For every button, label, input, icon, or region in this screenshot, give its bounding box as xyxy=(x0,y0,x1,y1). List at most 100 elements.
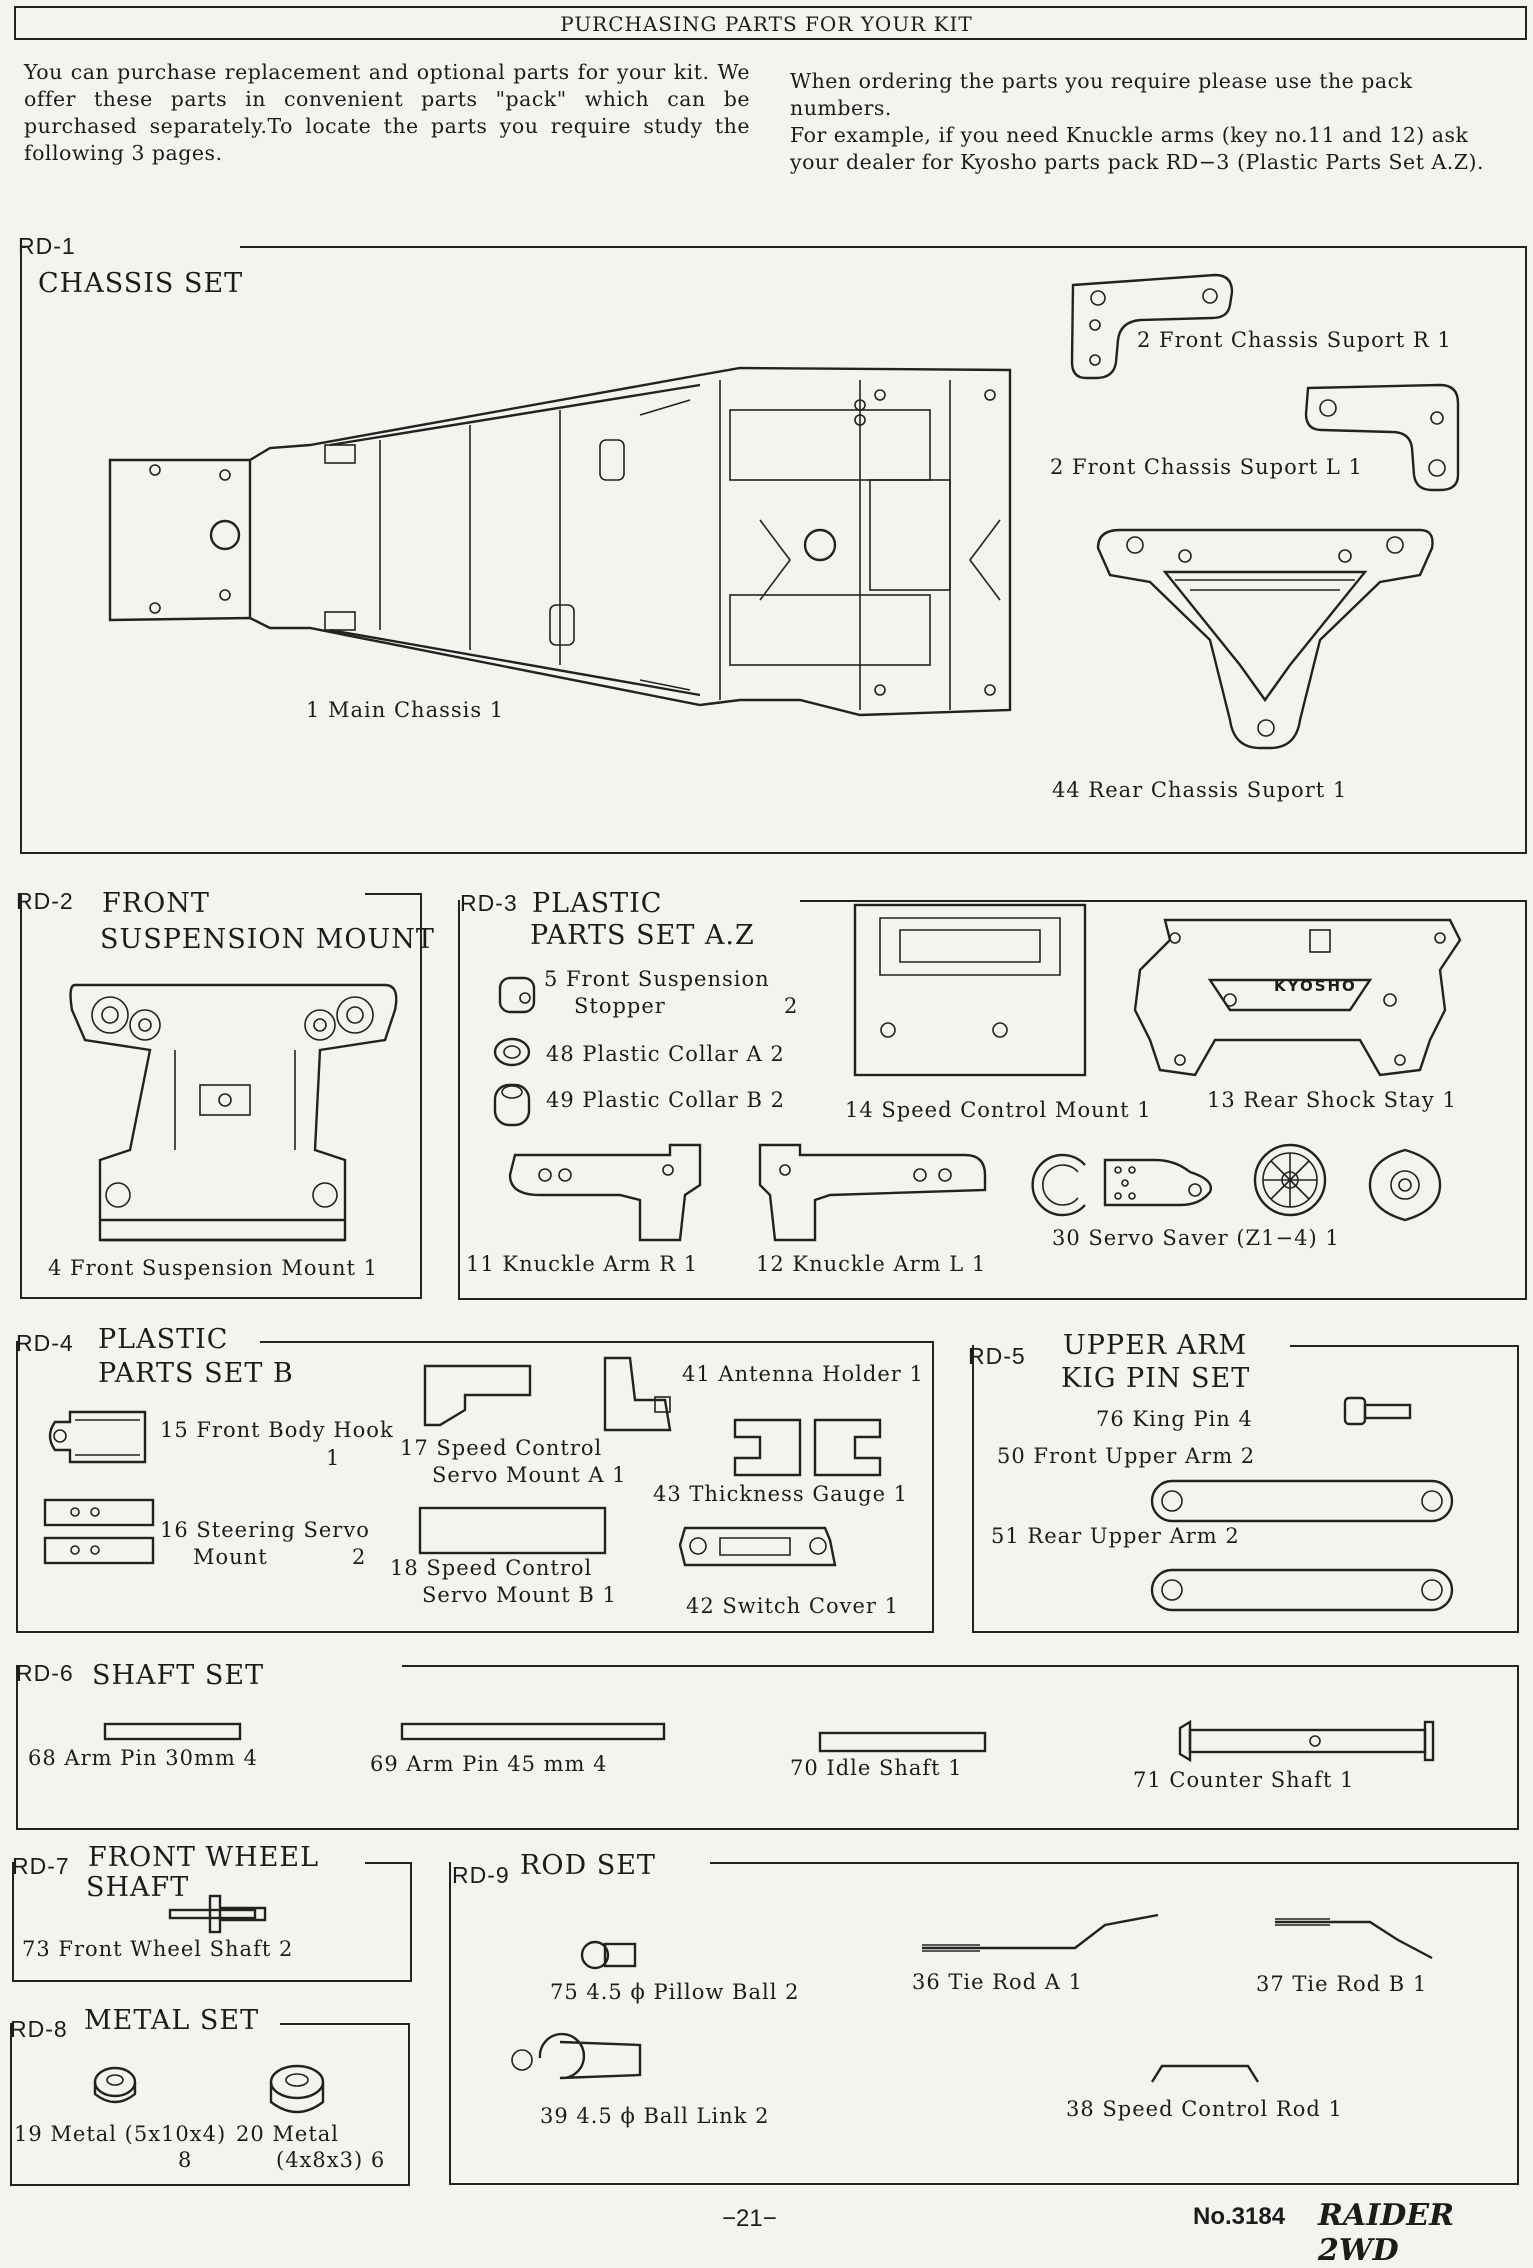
rd1-box xyxy=(20,246,1527,854)
rd2-code: RD-2 xyxy=(16,888,74,914)
rd7-p73-label: 73 Front Wheel Shaft 2 xyxy=(22,1937,294,1961)
speed-control-mount-drawing xyxy=(853,903,1087,1077)
rd3-collar-b-label: 49 Plastic Collar B 2 xyxy=(546,1088,785,1112)
rd5-front-upper-label: 50 Front Upper Arm 2 xyxy=(997,1444,1256,1468)
rd5-title-1: UPPER ARM xyxy=(1063,1330,1248,1361)
rd6-shafts-drawing xyxy=(103,1719,1435,1763)
rd3-knuckle-l-label: 12 Knuckle Arm L 1 xyxy=(756,1252,987,1276)
rd4-steering-qty: 2 xyxy=(352,1545,367,1569)
rd4-sc-b-label-1: 18 Speed Control xyxy=(390,1556,593,1580)
rd4-parts-drawing xyxy=(43,1356,882,1567)
intro-left: You can purchase replacement and optiona… xyxy=(24,59,750,167)
rd6-title: SHAFT SET xyxy=(92,1660,265,1691)
metal-bushings-drawing xyxy=(93,2064,325,2114)
rd3-box xyxy=(458,900,1527,1300)
rd2-title-2: SUSPENSION MOUNT xyxy=(100,924,435,955)
rd1-top-line xyxy=(240,246,1527,248)
rd1-rear-label: 44 Rear Chassis Suport 1 xyxy=(1052,778,1348,802)
rd9-p36-label: 36 Tie Rod A 1 xyxy=(912,1970,1083,1994)
rd4-title-1: PLASTIC xyxy=(98,1324,229,1355)
rd9-p37-label: 37 Tie Rod B 1 xyxy=(1256,1972,1428,1996)
rd7-top-line xyxy=(365,1862,412,1864)
rd3-title-1: PLASTIC xyxy=(532,888,663,919)
rd3-speed-mount-label: 14 Speed Control Mount 1 xyxy=(845,1098,1152,1122)
rd9-p75-label: 75 4.5 ϕ Pillow Ball 2 xyxy=(550,1980,800,2004)
rd9-p38-label: 38 Speed Control Rod 1 xyxy=(1066,2097,1343,2121)
rd3-collar-a-label: 48 Plastic Collar A 2 xyxy=(546,1042,785,1066)
rd5-parts-drawing xyxy=(1150,1396,1454,1612)
header-box xyxy=(14,6,1527,40)
rd7-title-2: SHAFT xyxy=(86,1872,190,1903)
rear-chassis-suport-drawing xyxy=(1096,528,1434,750)
rd2-mount-label: 4 Front Suspension Mount 1 xyxy=(48,1256,379,1280)
rd4-code: RD-4 xyxy=(16,1330,74,1356)
servo-saver-drawing xyxy=(1031,1143,1442,1222)
rd8-top-line xyxy=(280,2023,410,2025)
rd8-p19-qty: 8 xyxy=(178,2148,193,2172)
rd2-top-line xyxy=(365,893,422,895)
intro-right-1: When ordering the parts you require plea… xyxy=(790,69,1413,120)
rd3-knuckle-r-label: 11 Knuckle Arm R 1 xyxy=(466,1252,699,1276)
rd3-stopper-label-2: Stopper xyxy=(574,994,666,1018)
rd4-title-2: PARTS SET B xyxy=(98,1358,294,1389)
rd4-body-hook-label: 15 Front Body Hook xyxy=(160,1418,394,1442)
rd5-title-2: KIG PIN SET xyxy=(1061,1363,1251,1394)
rd3-rear-stay-label: 13 Rear Shock Stay 1 xyxy=(1207,1088,1457,1112)
page-number: −21− xyxy=(722,2205,777,2232)
rd7-code: RD-7 xyxy=(12,1853,70,1879)
rd6-p70-label: 70 Idle Shaft 1 xyxy=(790,1756,963,1780)
rd4-steering-label-2: Mount xyxy=(193,1545,268,1569)
rd1-main-chassis-label: 1 Main Chassis 1 xyxy=(306,698,505,722)
rd9-box xyxy=(449,1862,1519,2185)
rd9-title: ROD SET xyxy=(520,1850,656,1881)
rd3-stopper-qty: 2 xyxy=(784,994,799,1018)
rd3-small-parts-drawing xyxy=(493,976,536,1127)
rd6-top-line xyxy=(402,1665,1519,1667)
rd5-code: RD-5 xyxy=(968,1343,1026,1369)
rd4-antenna-label: 41 Antenna Holder 1 xyxy=(682,1362,924,1386)
rd3-servo-saver-label: 30 Servo Saver (Z1−4) 1 xyxy=(1052,1226,1340,1250)
rd8-p20-label: 20 Metal xyxy=(236,2122,340,2146)
rd1-front-r-label: 2 Front Chassis Suport R 1 xyxy=(1137,328,1452,352)
rd3-title-2: PARTS SET A.Z xyxy=(530,920,755,951)
rd1-front-l-label: 2 Front Chassis Suport L 1 xyxy=(1050,455,1363,479)
rd3-code: RD-3 xyxy=(460,890,518,916)
rd4-sc-b-label-2: Servo Mount B 1 xyxy=(422,1583,617,1607)
rd3-top-line xyxy=(800,900,1527,902)
rd6-p68-label: 68 Arm Pin 30mm 4 xyxy=(28,1746,258,1770)
rd1-top-line-left xyxy=(20,246,26,248)
rd5-top-line xyxy=(1290,1345,1519,1347)
front-suspension-mount-drawing xyxy=(69,983,398,1242)
rd4-box xyxy=(16,1341,934,1633)
main-chassis-drawing xyxy=(108,366,1012,717)
rd9-code: RD-9 xyxy=(452,1862,510,1888)
knuckle-arms-drawing xyxy=(508,1143,987,1242)
rd5-box xyxy=(972,1345,1519,1633)
model-number: No.3184 xyxy=(1193,2203,1286,2230)
intro-right-2: For example, if you need Knuckle arms (k… xyxy=(790,123,1485,174)
page-title: PURCHASING PARTS FOR YOUR KIT xyxy=(560,12,973,36)
rd7-box xyxy=(12,1862,412,1982)
rd4-top-line xyxy=(260,1341,934,1343)
front-chassis-suport-r-drawing xyxy=(1070,273,1234,380)
rd5-king-pin-label: 76 King Pin 4 xyxy=(1096,1407,1253,1431)
rd4-body-hook-qty: 1 xyxy=(326,1446,341,1470)
rd8-p19-label: 19 Metal (5x10x4) xyxy=(14,2122,227,2146)
rd1-title: CHASSIS SET xyxy=(38,268,244,299)
front-chassis-suport-l-drawing xyxy=(1304,383,1460,492)
front-wheel-shaft-drawing xyxy=(168,1894,267,1934)
kyosho-logo-text: KYOSHO xyxy=(1274,977,1357,995)
rd4-gauge-label: 43 Thickness Gauge 1 xyxy=(653,1482,909,1506)
rd6-p69-label: 69 Arm Pin 45 mm 4 xyxy=(370,1752,608,1776)
rd9-p39-label: 39 4.5 ϕ Ball Link 2 xyxy=(540,2104,770,2128)
rd6-code: RD-6 xyxy=(16,1660,74,1686)
rd2-title-1: FRONT xyxy=(102,888,210,919)
rd8-code: RD-8 xyxy=(10,2016,68,2042)
rd5-rear-upper-label: 51 Rear Upper Arm 2 xyxy=(991,1524,1240,1548)
rd4-sc-a-label-1: 17 Speed Control xyxy=(400,1436,603,1460)
rd4-steering-label-1: 16 Steering Servo xyxy=(160,1518,370,1542)
rd4-switch-label: 42 Switch Cover 1 xyxy=(686,1594,899,1618)
rd8-p20-label-2: (4x8x3) 6 xyxy=(276,2148,386,2172)
rd7-title-1: FRONT WHEEL xyxy=(88,1842,320,1873)
rd8-box xyxy=(10,2023,410,2186)
